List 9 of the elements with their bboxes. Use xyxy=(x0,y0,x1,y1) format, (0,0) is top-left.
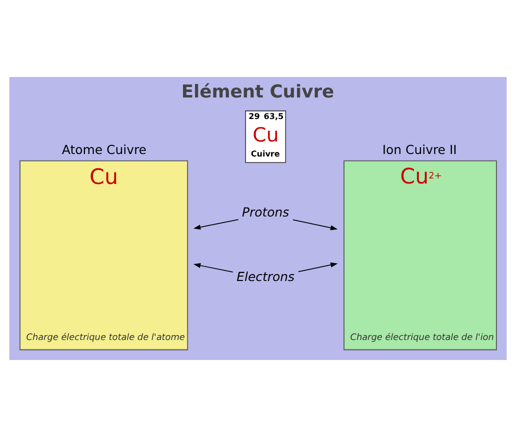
arrow xyxy=(192,218,238,230)
node-label: Atome Cuivre xyxy=(61,141,146,156)
node-text: Electrons xyxy=(236,268,294,284)
arrow xyxy=(292,218,338,230)
node-label: Ion Cuivre II xyxy=(382,141,456,156)
diagram-title: Elément Cuivre xyxy=(180,81,334,102)
arrow xyxy=(297,262,338,272)
arrow xyxy=(192,262,233,272)
node-text: Protons xyxy=(241,204,289,220)
